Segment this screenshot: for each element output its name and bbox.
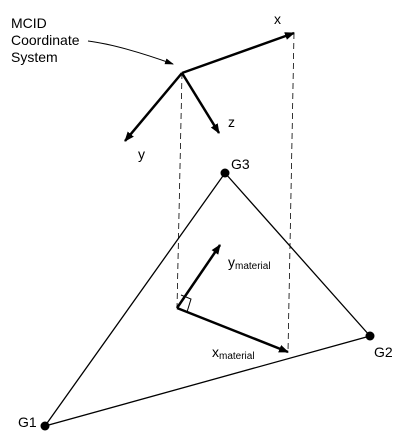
material-x-axis-arrow xyxy=(176,306,289,354)
node-g3-label: G3 xyxy=(231,156,250,172)
mcid-x-axis-arrow xyxy=(181,31,295,75)
node-g1-label: G1 xyxy=(18,414,37,430)
mcid-z-label: z xyxy=(228,114,235,130)
mcid-label-line1: MCID xyxy=(11,15,47,31)
material-y-axis-arrow xyxy=(175,244,222,309)
material-y-main: y xyxy=(228,254,235,270)
node-g1-point xyxy=(40,421,50,431)
node-g3-point xyxy=(220,168,230,178)
material-x-label: xmaterial xyxy=(212,344,255,362)
mcid-label-line3: System xyxy=(11,49,58,65)
material-y-subscript: material xyxy=(235,261,271,272)
right-angle-marker xyxy=(180,294,192,313)
projection-dashed-line-right xyxy=(287,32,295,353)
mcid-z-axis-arrow xyxy=(180,72,221,134)
node-g2-point xyxy=(365,331,375,341)
mcid-label-line2: Coordinate xyxy=(11,32,80,48)
material-x-main: x xyxy=(212,344,219,360)
mcid-y-axis-arrow xyxy=(124,72,183,142)
node-g2-label: G2 xyxy=(374,344,393,360)
mcid-x-label: x xyxy=(274,11,281,27)
projection-dashed-line-left xyxy=(176,72,183,309)
label-pointer-line xyxy=(87,40,174,65)
material-y-label: ymaterial xyxy=(228,254,271,272)
triangle-element xyxy=(43,171,372,428)
material-x-subscript: material xyxy=(219,351,255,362)
mcid-y-label: y xyxy=(138,146,145,162)
